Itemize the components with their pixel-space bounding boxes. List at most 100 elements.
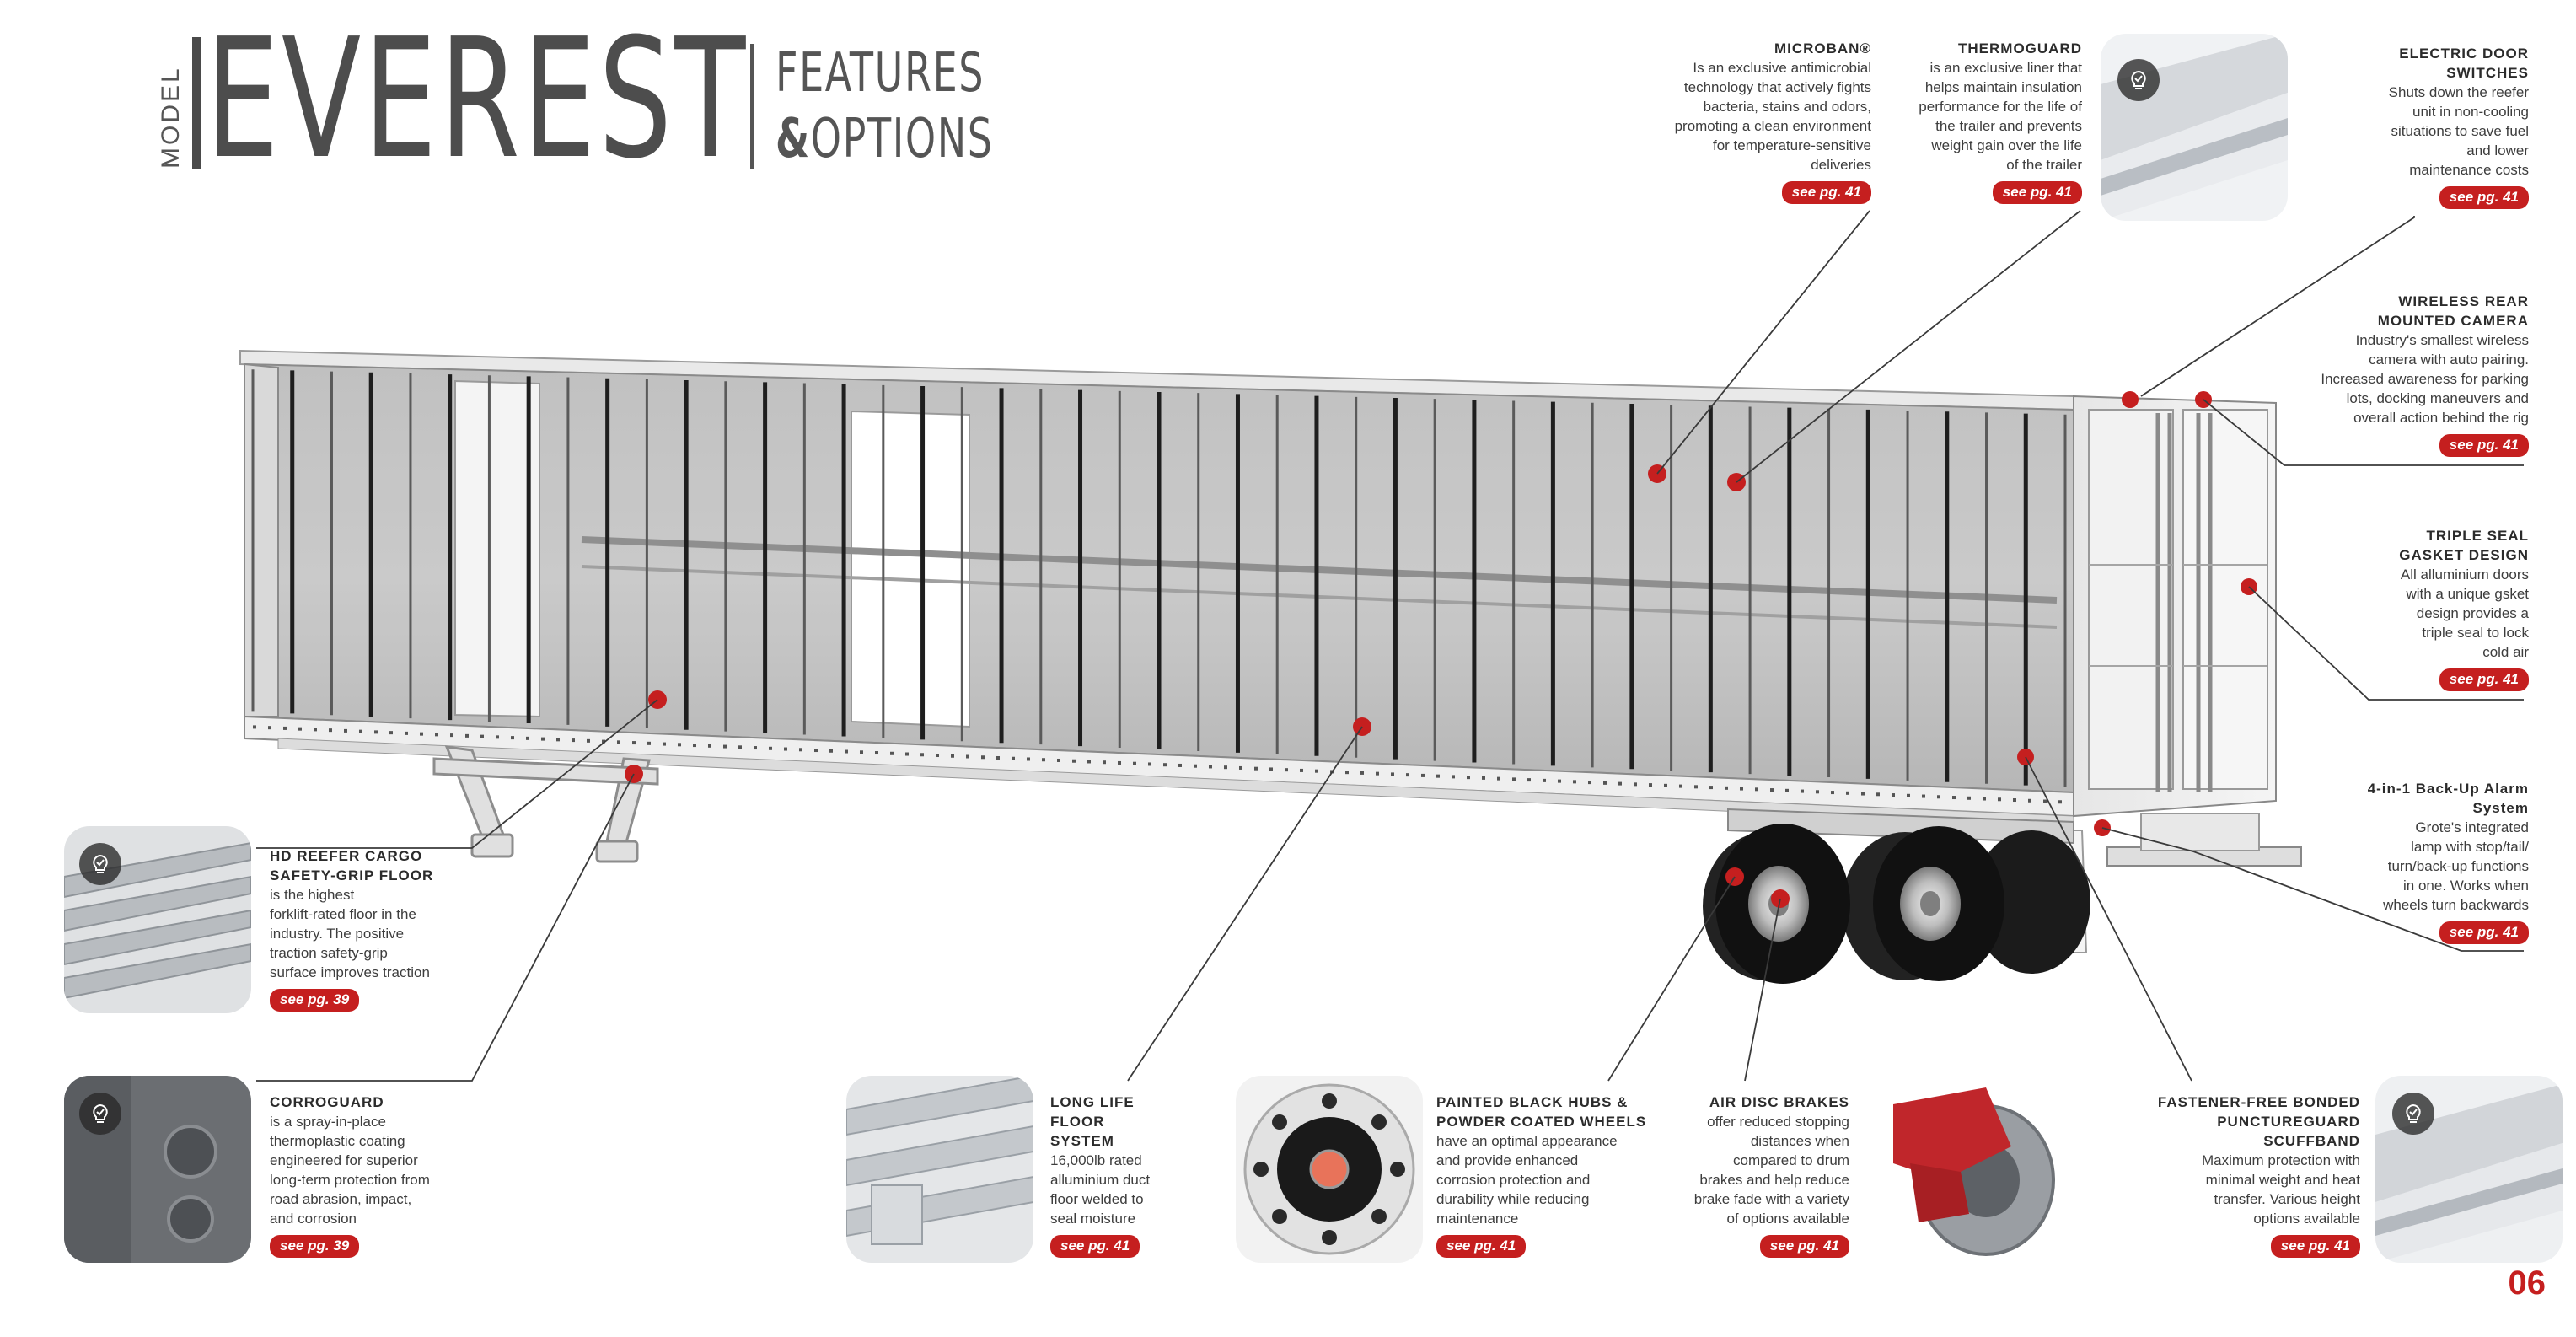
rail-rivet [1209, 765, 1212, 769]
thermoguard-body-line: is an exclusive liner that [1929, 60, 2082, 76]
triple-seal-title: TRIPLE SEAL [2426, 528, 2529, 544]
rail-rivet [1452, 775, 1455, 779]
rail-rivet [1588, 781, 1591, 785]
rail-rivet [647, 741, 651, 745]
rail-rivet [450, 733, 453, 738]
subtitle-line-2: &OPTIONS [775, 108, 994, 170]
scuffband-body-line: minimal weight and heat [2205, 1172, 2360, 1188]
subtitle-divider [750, 44, 754, 169]
long-life-floor-title: SYSTEM [1050, 1133, 1114, 1149]
callout-triple-seal: TRIPLE SEAL GASKET DESIGN All alluminium… [2326, 526, 2529, 691]
rail-rivet [1376, 771, 1379, 776]
long-life-floor-body-line: floor welded to [1050, 1191, 1144, 1207]
rail-rivet [1558, 779, 1561, 783]
see-page-link[interactable]: see pg. 41 [2270, 1235, 2360, 1258]
see-page-link[interactable]: see pg. 41 [2439, 434, 2529, 457]
rail-rivet [1482, 776, 1485, 780]
rail-rivet [936, 754, 939, 758]
rail-rivet [1785, 788, 1789, 792]
corroguard-body-line: engineered for superior [270, 1152, 418, 1168]
see-page-link[interactable]: see pg. 41 [2439, 186, 2529, 209]
lightbulb-check-icon [2392, 1093, 2434, 1135]
camera-body-line: Increased awareness for parking [2321, 371, 2529, 387]
callout-scuffband: FASTENER-FREE BONDED PUNCTUREGUARD SCUFF… [2133, 1093, 2360, 1258]
scuffband-title: SCUFFBAND [2263, 1133, 2360, 1149]
rail-rivet [1846, 791, 1849, 795]
rail-rivet [829, 749, 833, 753]
callout-air-disc: AIR DISC BRAKES offer reduced stopping d… [1652, 1093, 1849, 1258]
see-page-link[interactable]: see pg. 41 [1050, 1235, 1140, 1258]
long-life-floor-body-line: seal moisture [1050, 1211, 1136, 1227]
rail-rivet [769, 746, 772, 750]
rail-rivet [359, 729, 362, 733]
corroguard-thumbnail [64, 1076, 251, 1263]
thermoguard-body-line: weight gain over the life [1931, 137, 2082, 153]
camera-title: WIRELESS REAR [2398, 293, 2529, 309]
rail-rivet [1391, 772, 1394, 776]
rail-rivet [784, 747, 787, 751]
rail-rivet [905, 752, 909, 756]
see-page-link[interactable]: see pg. 41 [1992, 181, 2082, 204]
triple-seal-title: GASKET DESIGN [2399, 547, 2529, 563]
rail-rivet [875, 751, 878, 755]
rail-rivet [981, 755, 985, 760]
rail-rivet [602, 739, 605, 744]
see-page-link[interactable]: see pg. 39 [270, 989, 360, 1012]
see-page-link[interactable]: see pg. 41 [1436, 1235, 1527, 1258]
rail-rivet [1907, 793, 1910, 797]
air-disc-body-line: of options available [1726, 1211, 1849, 1227]
thermoguard-body-line: helps maintain insulation [1924, 79, 2082, 95]
rail-rivet [1801, 789, 1804, 793]
rail-rivet [283, 726, 287, 730]
microban-body-line: Is an exclusive antimicrobial [1693, 60, 1871, 76]
see-page-link[interactable]: see pg. 41 [2439, 668, 2529, 691]
callout-corroguard: CORROGUARD is a spray-in-place thermopla… [270, 1093, 523, 1258]
rail-rivet [1770, 788, 1774, 792]
rail-rivet [1178, 763, 1182, 767]
rail-rivet [1497, 776, 1500, 781]
rail-rivet [1148, 762, 1151, 766]
rail-rivet [1512, 777, 1516, 781]
long-life-floor-title: FLOOR [1050, 1114, 1105, 1130]
rail-rivet [617, 740, 620, 744]
see-page-link[interactable]: see pg. 39 [270, 1235, 360, 1258]
see-page-link[interactable]: see pg. 41 [1759, 1235, 1849, 1258]
hd-floor-body-line: traction safety-grip [270, 945, 388, 961]
triple-seal-body-line: cold air [2482, 644, 2529, 660]
rail-rivet [1042, 758, 1045, 762]
rail-rivet [1816, 790, 1819, 794]
see-page-link[interactable]: see pg. 41 [1781, 181, 1871, 204]
rail-rivet [814, 749, 818, 753]
rail-rivet [1360, 771, 1364, 775]
hubs-wheels-thumbnail [1236, 1076, 1423, 1263]
triple-seal-body-line: All alluminium doors [2400, 566, 2529, 583]
rail-rivet [1194, 764, 1197, 768]
rail-rivet [1573, 780, 1576, 784]
rail-rivet [966, 754, 969, 759]
thermoguard-body-line: of the trailer [2006, 157, 2082, 173]
page-title: EVEREST [206, 3, 749, 196]
rail-rivet [405, 731, 408, 735]
rail-rivet [1087, 760, 1091, 764]
rail-rivet [2013, 798, 2016, 803]
scuffband-body-line: Maximum protection with [2201, 1152, 2360, 1168]
rail-rivet [420, 732, 423, 736]
rail-rivet [799, 748, 802, 752]
hd-floor-body-line: is the highest [270, 887, 355, 903]
see-page-link[interactable]: see pg. 41 [2439, 921, 2529, 944]
microban-body-line: for temperature-sensitive [1712, 137, 1871, 153]
rail-rivet [389, 731, 393, 735]
callout-hd-floor: HD REEFER CARGO SAFETY-GRIP FLOOR is the… [270, 846, 523, 1012]
rail-rivet [996, 755, 1000, 760]
rail-rivet [678, 743, 681, 747]
air-disc-body-line: distances when [1750, 1133, 1849, 1149]
rail-rivet [951, 754, 954, 758]
air-disc-thumbnail [1860, 1071, 2067, 1265]
thermoguard-thumbnail [2101, 34, 2288, 221]
rail-rivet [1861, 792, 1865, 796]
rail-rivet [480, 734, 484, 738]
backup-alarm-title: 4-in-1 Back-Up Alarm [2367, 781, 2529, 797]
air-disc-body-line: compared to drum [1733, 1152, 1849, 1168]
rail-rivet [1224, 765, 1227, 770]
